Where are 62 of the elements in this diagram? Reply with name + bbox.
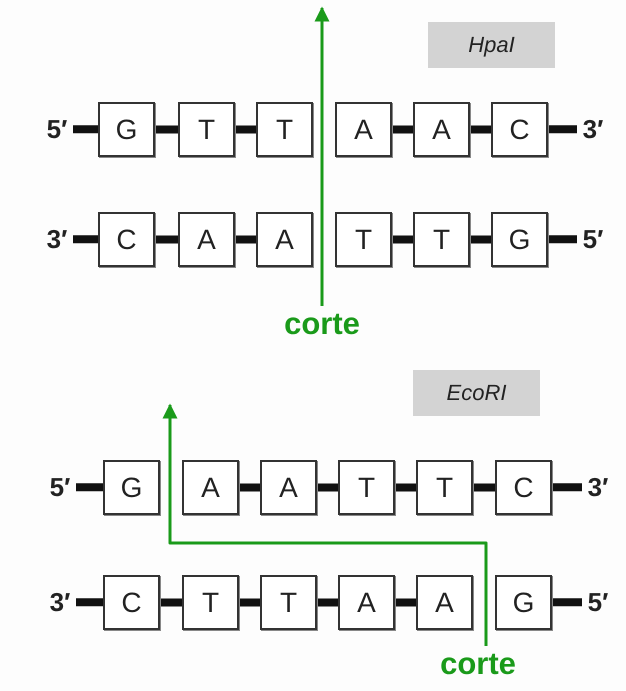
backbone-bond	[235, 236, 256, 244]
backbone-bond	[470, 126, 491, 134]
nucleotide-box: T	[182, 575, 239, 630]
backbone-bond	[76, 598, 103, 606]
nucleotide-box: A	[260, 460, 317, 515]
cut-label: corte	[284, 306, 360, 342]
backbone-bond	[317, 598, 338, 606]
nucleotide-box: G	[103, 460, 160, 515]
backbone-bond	[239, 598, 260, 606]
backbone-bond	[317, 484, 338, 492]
backbone-bond	[395, 484, 416, 492]
backbone-bond	[160, 598, 182, 606]
backbone-bond	[73, 125, 98, 134]
backbone-bond	[548, 125, 577, 134]
strand-end-label: 5′	[46, 114, 68, 144]
nucleotide-box: T	[338, 460, 395, 515]
nucleotide-box: T	[256, 102, 313, 157]
backbone-bond	[392, 126, 413, 134]
nucleotide-box: G	[491, 212, 548, 267]
nucleotide-box: A	[335, 102, 392, 157]
nucleotide-box: A	[338, 575, 395, 630]
strand-end-label: 3′	[588, 472, 608, 502]
backbone-bond	[473, 484, 495, 492]
backbone-bond	[548, 235, 577, 244]
nucleotide-box: G	[495, 575, 552, 630]
nucleotide-box: C	[495, 460, 552, 515]
nucleotide-box: A	[413, 102, 470, 157]
nucleotide-box: T	[416, 460, 473, 515]
nucleotide-box: A	[256, 212, 313, 267]
nucleotide-box: A	[178, 212, 235, 267]
backbone-bond	[470, 236, 491, 244]
backbone-bond	[155, 236, 178, 244]
backbone-bond	[235, 126, 256, 134]
backbone-bond	[73, 235, 98, 244]
strand-end-label: 5′	[50, 472, 70, 502]
nucleotide-box: T	[260, 575, 317, 630]
cut-label: corte	[440, 646, 516, 682]
backbone-bond	[392, 236, 413, 244]
backbone-bond	[552, 598, 582, 606]
cut-arrow	[314, 6, 330, 306]
nucleotide-box: G	[98, 102, 155, 157]
nucleotide-box: C	[103, 575, 160, 630]
nucleotide-box: C	[491, 102, 548, 157]
nucleotide-box: A	[182, 460, 239, 515]
backbone-bond	[552, 483, 582, 492]
strand-end-label: 3′	[46, 224, 68, 254]
backbone-bond	[76, 483, 103, 492]
backbone-bond	[395, 598, 416, 606]
nucleotide-box: T	[413, 212, 470, 267]
enzyme-label: HpaI	[428, 22, 555, 68]
strand-end-label: 3′	[582, 114, 604, 144]
strand-end-label: 3′	[50, 586, 70, 618]
backbone-bond	[155, 126, 178, 134]
enzyme-label: EcoRI	[413, 370, 540, 416]
nucleotide-box: C	[98, 212, 155, 267]
strand-end-label: 5′	[588, 586, 608, 618]
strand-end-label: 5′	[582, 224, 604, 254]
nucleotide-box: T	[178, 102, 235, 157]
nucleotide-box: T	[335, 212, 392, 267]
cut-arrow	[162, 404, 488, 646]
backbone-bond	[239, 484, 260, 492]
nucleotide-box: A	[416, 575, 473, 630]
